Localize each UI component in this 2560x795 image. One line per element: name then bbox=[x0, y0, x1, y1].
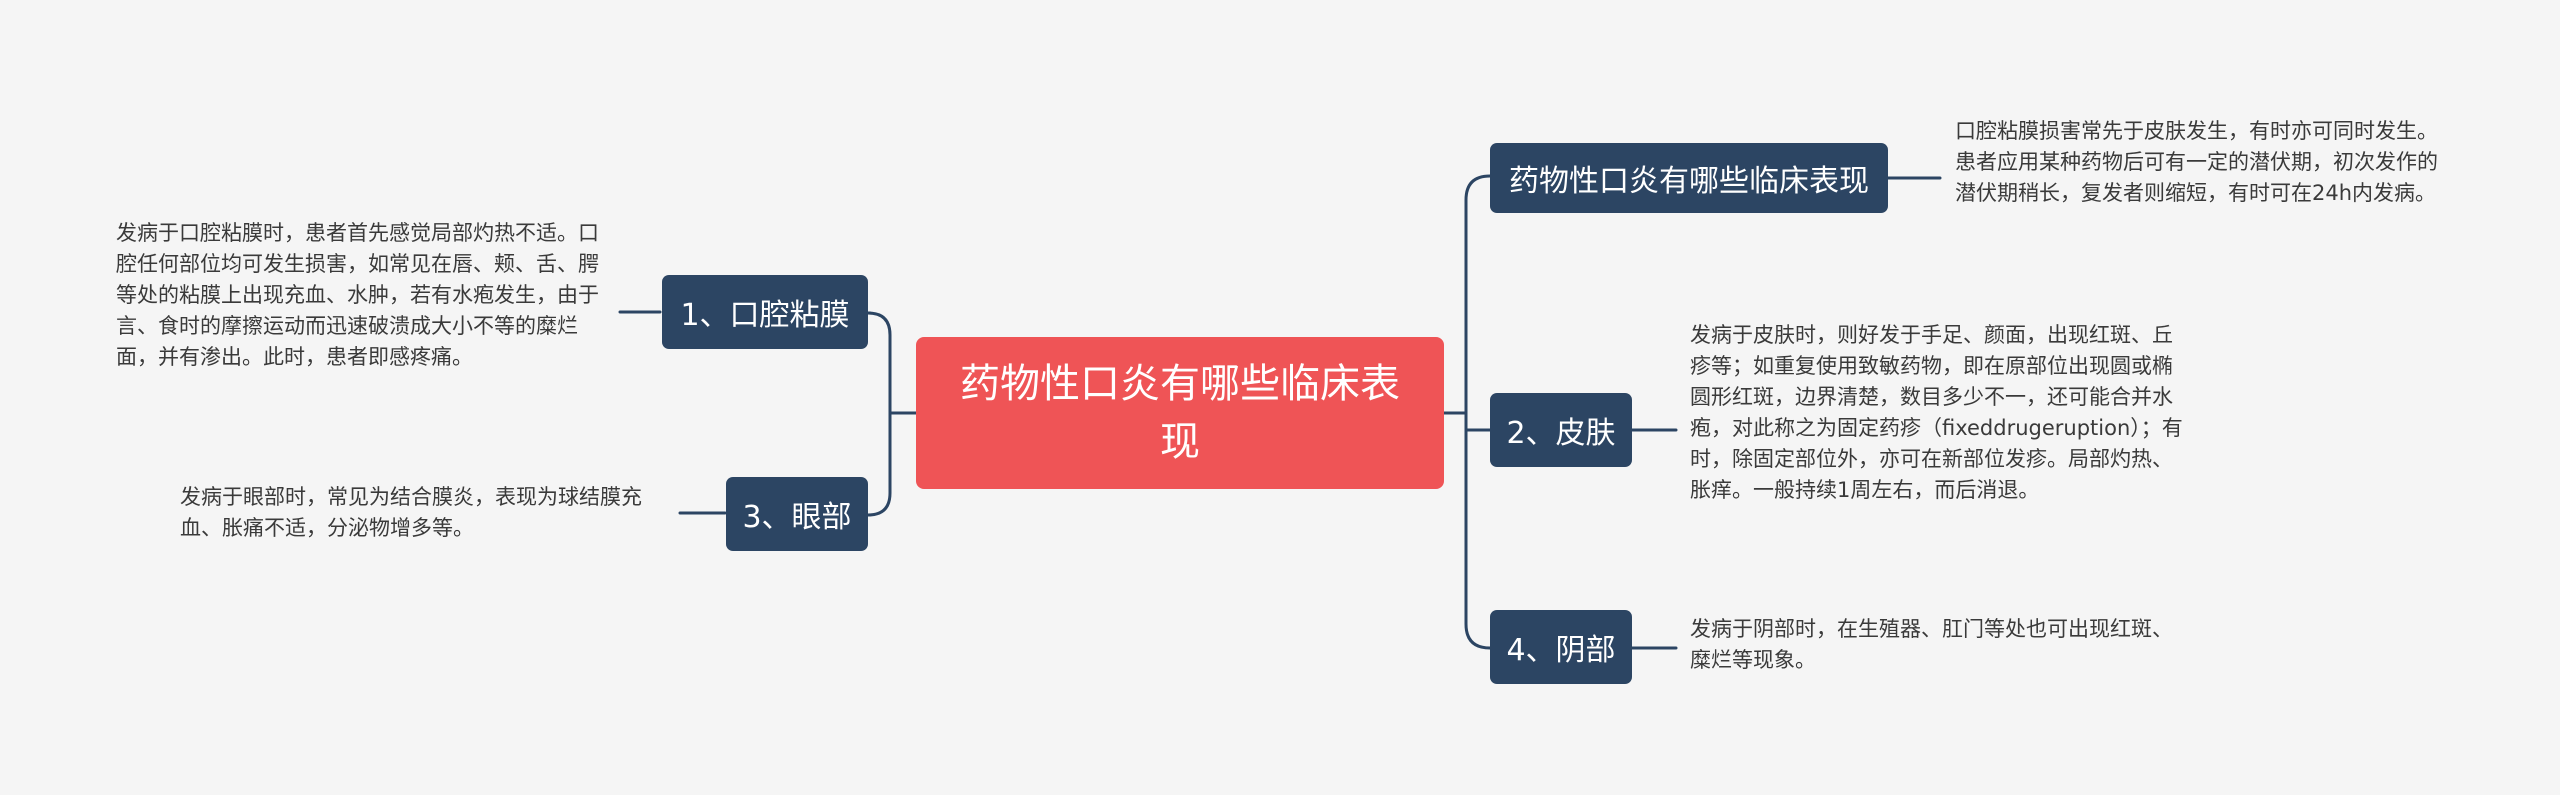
branch-clinical[interactable]: 药物性口炎有哪些临床表现 bbox=[1490, 143, 1888, 213]
branch-eye[interactable]: 3、眼部 bbox=[726, 477, 868, 551]
branch-eye-label: 3、眼部 bbox=[742, 500, 852, 535]
branch-genital[interactable]: 4、阴部 bbox=[1490, 610, 1632, 684]
desc-skin: 发病于皮肤时，则好发于手足、颜面，出现红斑、丘疹等；如重复使用致敏药物，即在原部… bbox=[1690, 323, 2183, 502]
branch-clinical-label: 药物性口炎有哪些临床表现 bbox=[1509, 164, 1869, 199]
branch-oral-label: 1、口腔粘膜 bbox=[680, 298, 850, 333]
desc-eye: 发病于眼部时，常见为结合膜炎，表现为球结膜充血、胀痛不适，分泌物增多等。 bbox=[180, 485, 642, 540]
branch-genital-label: 4、阴部 bbox=[1506, 633, 1616, 668]
branch-skin[interactable]: 2、皮肤 bbox=[1490, 393, 1632, 467]
connector-right-trunk bbox=[1464, 174, 1492, 650]
branch-skin-label: 2、皮肤 bbox=[1506, 416, 1616, 451]
desc-oral: 发病于口腔粘膜时，患者首先感觉局部灼热不适。口腔任何部位均可发生损害，如常见在唇… bbox=[116, 221, 599, 369]
branch-oral[interactable]: 1、口腔粘膜 bbox=[662, 275, 868, 349]
desc-clinical: 口腔粘膜损害常先于皮肤发生，有时亦可同时发生。患者应用某种药物后可有一定的潜伏期… bbox=[1955, 119, 2438, 205]
root-topic[interactable]: 药物性口炎有哪些临床表现 bbox=[916, 337, 1444, 489]
connector-left-trunk bbox=[866, 311, 892, 517]
desc-genital: 发病于阴部时，在生殖器、肛门等处也可出现红斑、糜烂等现象。 bbox=[1690, 617, 2173, 672]
root-topic-label: 药物性口炎有哪些临床表现 bbox=[960, 361, 1400, 465]
